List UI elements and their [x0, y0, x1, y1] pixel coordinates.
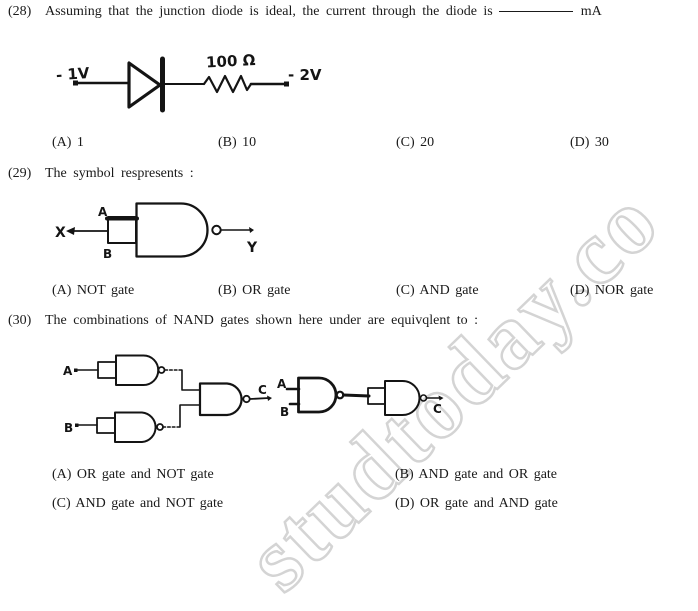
resistor-zigzag	[202, 74, 253, 94]
q30-nand-combinations-diagram: A B C A B	[63, 354, 444, 443]
input-a-label: A	[63, 364, 73, 378]
q28-diode-circuit-diagram: - 1V 100 Ω - 2V	[55, 51, 322, 113]
inversion-bubble	[156, 423, 164, 431]
q28-option-c: (C) 20	[396, 135, 435, 150]
wire	[249, 397, 270, 400]
input-b-label: B	[64, 421, 73, 435]
nand-gate-body	[297, 376, 338, 414]
nand-combination-and: A B C	[277, 376, 444, 419]
nand-gate-body	[115, 354, 160, 386]
q30-options-row-2: (C) AND gate and NOT gate (D) OR gate an…	[0, 496, 698, 516]
q28-options-row: (A) 1 (B) 10 (C) 20 (D) 30	[0, 135, 698, 155]
q29-option-d: (D) NOR gate	[570, 283, 654, 298]
nand-gate-body	[135, 202, 209, 258]
diode-triangle	[127, 61, 162, 109]
question-28-text: Assuming that the junction diode is idea…	[45, 4, 493, 19]
wire	[342, 393, 371, 398]
question-28-line: (28) Assuming that the junction diode is …	[8, 4, 602, 20]
inversion-bubble	[419, 394, 428, 402]
q30-option-b: (B) AND gate and OR gate	[395, 467, 558, 482]
arrowhead	[249, 227, 254, 233]
q30-options-row-1: (A) OR gate and NOT gate (B) AND gate an…	[0, 467, 698, 487]
terminal-dot	[75, 423, 79, 427]
q29-gate-symbol-diagram: X A B Y	[55, 202, 258, 261]
resistor-value-label: 100 Ω	[206, 51, 256, 72]
arrowhead	[267, 395, 272, 401]
q28-option-b: (B) 10	[218, 135, 257, 150]
question-28-unit: mA	[580, 4, 602, 19]
q28-option-a: (A) 1	[52, 135, 84, 150]
question-29-line: (29) The symbol respresents :	[8, 166, 194, 182]
q28-option-d: (D) 30	[570, 135, 609, 150]
output-c-label: C	[258, 383, 267, 397]
input-short-link	[96, 417, 116, 434]
inversion-bubble	[211, 224, 222, 236]
q29-option-b: (B) OR gate	[218, 283, 291, 298]
terminal-dot	[74, 368, 78, 372]
right-voltage-label: - 2V	[288, 66, 322, 84]
wire	[179, 404, 201, 428]
nand-gate-body	[198, 382, 243, 417]
question-30-line: (30) The combinations of NAND gates shown…	[8, 313, 478, 329]
q29-options-row: (A) NOT gate (B) OR gate (C) AND gate (D…	[0, 283, 698, 303]
q29-option-a: (A) NOT gate	[52, 283, 135, 298]
question-28-number: (28)	[8, 4, 32, 19]
arrowhead	[438, 395, 444, 401]
question-29-number: (29)	[8, 166, 32, 181]
question-28-answer-blank	[498, 9, 573, 12]
exam-paper-page: { "watermark": { "text": "studtoday.co",…	[0, 4, 698, 611]
output-c-label: C	[433, 402, 442, 416]
input-short-link	[107, 216, 137, 244]
q30-option-c: (C) AND gate and NOT gate	[52, 496, 224, 511]
question-30-text: The combinations of NAND gates shown her…	[45, 313, 479, 328]
terminal-dot	[284, 81, 289, 87]
nand-combination-or: A B C	[63, 354, 272, 443]
q30-option-d: (D) OR gate and AND gate	[395, 496, 558, 511]
output-y-label: Y	[246, 240, 258, 256]
inversion-bubble	[242, 394, 251, 404]
question-29-text: The symbol respresents :	[45, 166, 194, 181]
input-short-link	[367, 387, 386, 405]
q29-option-c: (C) AND gate	[396, 283, 479, 298]
input-short-link	[97, 361, 117, 379]
input-a-label: A	[277, 377, 287, 391]
input-b-label: B	[103, 247, 112, 261]
inversion-bubble	[157, 366, 166, 374]
question-30-number: (30)	[8, 313, 32, 328]
input-x-label: X	[55, 225, 66, 241]
input-a-label: A	[98, 205, 108, 219]
nand-gate-body	[114, 411, 157, 443]
wire	[181, 369, 201, 391]
terminal-dot	[73, 80, 78, 86]
q30-option-a: (A) OR gate and NOT gate	[52, 467, 214, 482]
input-b-label: B	[280, 405, 289, 419]
nand-gate-body	[384, 380, 421, 416]
left-voltage-label: - 1V	[55, 64, 90, 84]
page-content: (28) Assuming that the junction diode is …	[0, 4, 698, 516]
